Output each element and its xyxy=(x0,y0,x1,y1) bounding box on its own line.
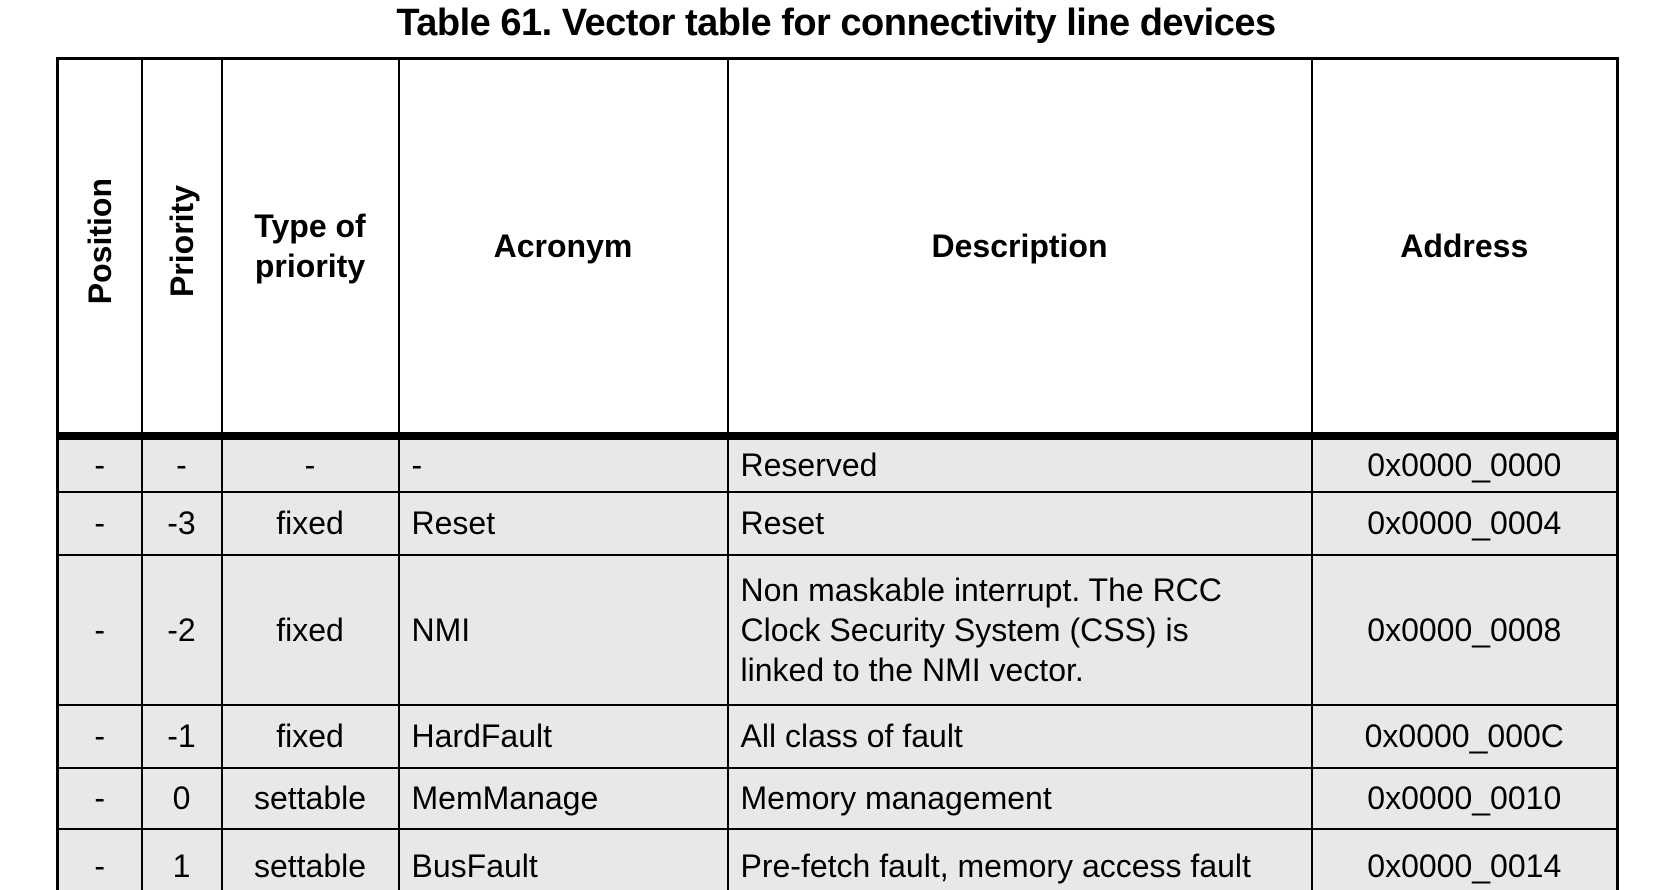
cell-description: Non maskable interrupt. The RCC Clock Se… xyxy=(726,553,1313,706)
cell-acronym: HardFault xyxy=(397,703,729,769)
col-header-address: Address xyxy=(1310,57,1619,440)
vector-table: Position Priority Type of priority Acron… xyxy=(56,57,1619,890)
col-header-position-label: Position xyxy=(81,178,118,305)
cell-description: Memory management xyxy=(726,766,1313,830)
col-header-description: Description xyxy=(726,57,1313,440)
table-body: - - - - Reserved 0x0000_0000 - -3 fixed … xyxy=(56,434,1619,890)
col-header-acronym: Acronym xyxy=(397,57,729,440)
cell-priority: - xyxy=(140,434,223,493)
col-header-priority: Priority xyxy=(140,57,223,440)
cell-priority: -1 xyxy=(140,703,223,769)
cell-position: - xyxy=(56,703,143,769)
table-row: - 0 settable MemManage Memory management… xyxy=(56,766,1619,830)
table-title: Table 61. Vector table for connectivity … xyxy=(396,2,1276,44)
cell-type-of-priority: fixed xyxy=(220,490,400,556)
table-row: - -1 fixed HardFault All class of fault … xyxy=(56,703,1619,769)
cell-address: 0x0000_0014 xyxy=(1310,827,1619,890)
cell-position: - xyxy=(56,553,143,706)
cell-priority: 1 xyxy=(140,827,223,890)
col-header-type-of-priority: Type of priority xyxy=(220,57,400,440)
cell-acronym: Reset xyxy=(397,490,729,556)
cell-address: 0x0000_0004 xyxy=(1310,490,1619,556)
cell-priority: -2 xyxy=(140,553,223,706)
cell-description: All class of fault xyxy=(726,703,1313,769)
cell-acronym: - xyxy=(397,434,729,493)
col-header-position: Position xyxy=(56,57,143,440)
cell-description: Reset xyxy=(726,490,1313,556)
cell-position: - xyxy=(56,434,143,493)
cell-acronym: BusFault xyxy=(397,827,729,890)
cell-address: 0x0000_0010 xyxy=(1310,766,1619,830)
table-row: - -2 fixed NMI Non maskable interrupt. T… xyxy=(56,553,1619,706)
cell-type-of-priority: - xyxy=(220,434,400,493)
cell-acronym: NMI xyxy=(397,553,729,706)
table-row: - -3 fixed Reset Reset 0x0000_0004 xyxy=(56,490,1619,556)
cell-address: 0x0000_0000 xyxy=(1310,434,1619,493)
cell-address: 0x0000_000C xyxy=(1310,703,1619,769)
col-header-priority-label: Priority xyxy=(163,185,200,298)
cell-position: - xyxy=(56,766,143,830)
cell-position: - xyxy=(56,490,143,556)
table-row: - 1 settable BusFault Pre-fetch fault, m… xyxy=(56,827,1619,890)
cell-address: 0x0000_0008 xyxy=(1310,553,1619,706)
cell-position: - xyxy=(56,827,143,890)
cell-priority: 0 xyxy=(140,766,223,830)
header-row: Position Priority Type of priority Acron… xyxy=(56,57,1619,440)
table-row: - - - - Reserved 0x0000_0000 xyxy=(56,434,1619,493)
cell-type-of-priority: fixed xyxy=(220,553,400,706)
cell-type-of-priority: settable xyxy=(220,827,400,890)
cell-description: Reserved xyxy=(726,434,1313,493)
cell-type-of-priority: fixed xyxy=(220,703,400,769)
cell-priority: -3 xyxy=(140,490,223,556)
cell-type-of-priority: settable xyxy=(220,766,400,830)
cell-description: Pre-fetch fault, memory access fault xyxy=(726,827,1313,890)
cell-acronym: MemManage xyxy=(397,766,729,830)
